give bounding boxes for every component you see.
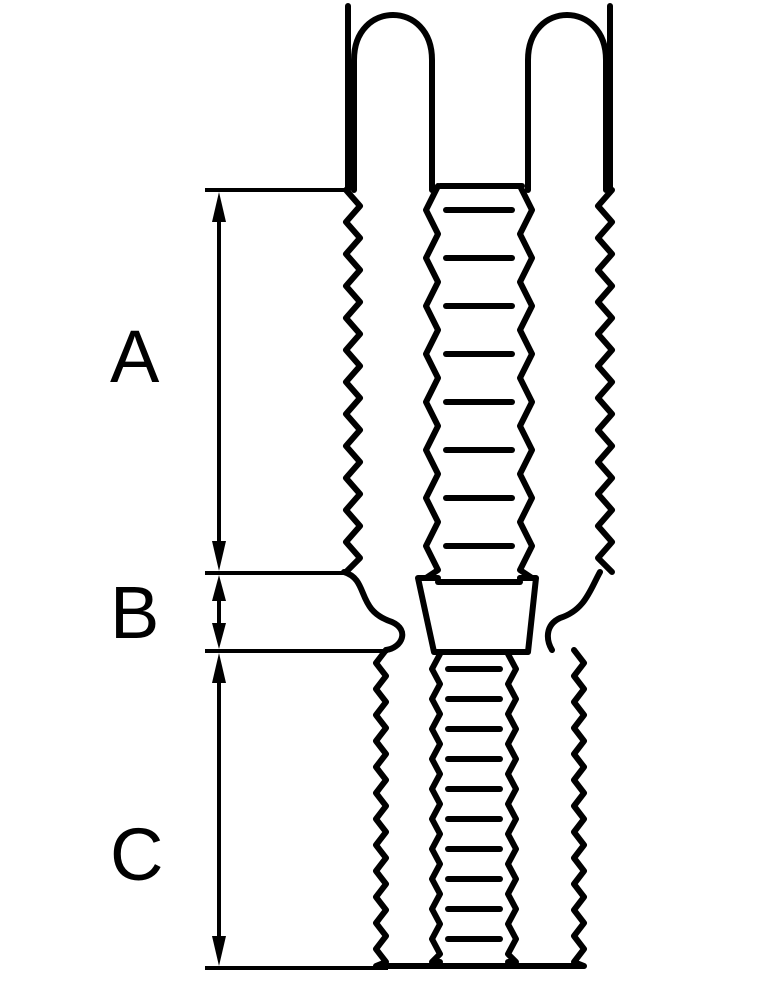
upper-right-thread	[595, 187, 615, 575]
right-taper	[544, 569, 603, 653]
lower-core-right	[505, 651, 519, 965]
upper-core-right	[517, 183, 535, 581]
label-a: A	[110, 315, 160, 398]
left-taper	[341, 569, 406, 653]
arrow-b-bottom	[212, 623, 226, 649]
right-prong	[525, 12, 609, 193]
upper-core-left	[423, 183, 441, 581]
upper-core-bars	[443, 207, 515, 549]
arrow-c-bottom	[212, 936, 226, 966]
upper-prongs	[345, 3, 613, 193]
label-b: B	[110, 571, 159, 654]
lower-left-thread	[373, 647, 389, 969]
upper-left-thread	[343, 187, 363, 575]
arrow-a-top	[212, 192, 226, 222]
lower-core-bars	[445, 666, 503, 942]
dimension-lines	[205, 188, 388, 970]
left-prong	[351, 12, 435, 193]
outer-threads	[341, 187, 615, 969]
core-taper	[415, 575, 539, 655]
arrow-b-top	[212, 575, 226, 601]
lower-right-thread	[571, 647, 587, 969]
arrow-a-bottom	[212, 541, 226, 571]
arrow-c-top	[212, 653, 226, 683]
inner-core	[415, 183, 539, 965]
label-c: C	[110, 813, 163, 896]
lower-core-left	[429, 651, 443, 965]
